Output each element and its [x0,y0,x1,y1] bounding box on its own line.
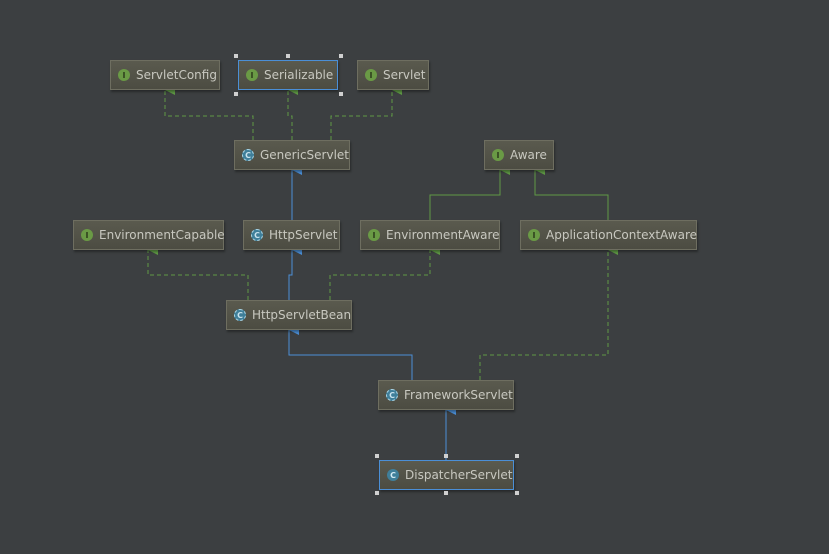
node-label: Servlet [383,68,426,82]
abstract-class-icon: C [234,309,246,321]
selection-handle[interactable] [234,92,238,96]
node-environmentaware[interactable]: I EnvironmentAware [360,220,500,250]
node-label: EnvironmentCapable [99,228,225,242]
edge-applicationcontextaware-to-aware[interactable] [534,165,609,220]
selection-handle[interactable] [339,92,343,96]
abstract-class-icon: C [251,229,263,241]
selection-handle[interactable] [444,454,448,458]
node-label: ServletConfig [136,68,217,82]
interface-icon: I [81,229,93,241]
interface-icon: I [368,229,380,241]
node-httpservlet[interactable]: C HttpServlet [243,220,340,250]
node-label: Aware [510,148,547,162]
node-aware[interactable]: I Aware [484,140,554,170]
node-environmentcapable[interactable]: I EnvironmentCapable [73,220,225,250]
node-frameworkservlet[interactable]: C FrameworkServlet [378,380,514,410]
node-label: DispatcherServlet [405,468,513,482]
node-serializable[interactable]: I Serializable [238,60,338,90]
interface-icon: I [492,149,504,161]
node-label: EnvironmentAware [386,228,500,242]
node-label: ApplicationContextAware [546,228,698,242]
abstract-class-icon: C [386,389,398,401]
interface-icon: I [528,229,540,241]
selection-handle[interactable] [444,491,448,495]
selection-handle[interactable] [515,491,519,495]
node-servlet[interactable]: I Servlet [357,60,429,90]
selection-handle[interactable] [375,454,379,458]
interface-icon: I [365,69,377,81]
class-icon: C [387,469,399,481]
node-applicationcontextaware[interactable]: I ApplicationContextAware [520,220,697,250]
node-label: HttpServlet [269,228,338,242]
interface-icon: I [246,69,258,81]
selection-handle[interactable] [234,54,238,58]
node-servletconfig[interactable]: I ServletConfig [110,60,220,90]
interface-icon: I [118,69,130,81]
edge-genericservlet-to-servletconfig[interactable] [164,85,254,140]
edge-httpservletbean-to-httpservlet[interactable] [288,245,302,300]
node-httpservletbean[interactable]: C HttpServletBean [226,300,352,330]
selection-handle[interactable] [286,54,290,58]
node-label: Serializable [264,68,334,82]
abstract-class-icon: C [242,149,254,161]
selection-handle[interactable] [339,54,343,58]
edge-httpservletbean-to-environmentaware[interactable] [329,245,440,300]
node-genericservlet[interactable]: C GenericServlet [234,140,350,170]
edge-environmentaware-to-aware[interactable] [429,165,510,220]
node-label: FrameworkServlet [404,388,513,402]
selection-handle[interactable] [515,454,519,458]
edge-frameworkservlet-to-httpservletbean[interactable] [288,325,413,380]
edge-frameworkservlet-to-applicationcontextaware[interactable] [479,245,618,380]
node-label: HttpServletBean [252,308,352,322]
node-label: GenericServlet [260,148,349,162]
edge-httpservletbean-to-environmentcapable[interactable] [147,245,249,300]
edge-genericservlet-to-serializable[interactable] [287,85,298,140]
edge-genericservlet-to-servlet[interactable] [330,85,402,140]
node-dispatcherservlet[interactable]: C DispatcherServlet [379,460,514,490]
selection-handle[interactable] [375,491,379,495]
